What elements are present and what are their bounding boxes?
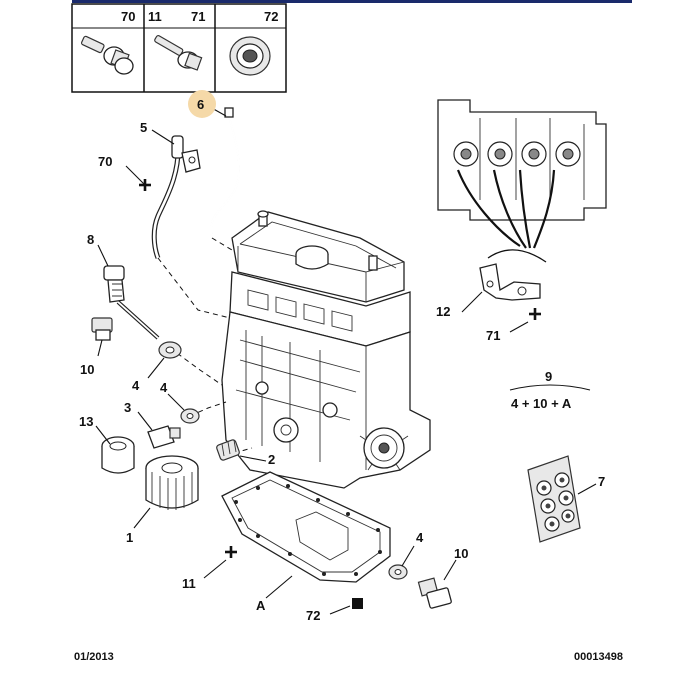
callout-5: 5 bbox=[140, 120, 147, 135]
plus-marker-70 bbox=[139, 179, 151, 191]
header-ref-72: 72 bbox=[264, 9, 278, 24]
header-ref-71: 71 bbox=[191, 9, 205, 24]
crankcase-inset bbox=[437, 99, 607, 263]
washer-lower bbox=[388, 564, 408, 580]
callout-11: 11 bbox=[182, 576, 196, 591]
piston-cooling-jet bbox=[479, 263, 541, 301]
footer: 01/2013 00013498 bbox=[74, 651, 623, 663]
callout-8: 8 bbox=[87, 232, 94, 247]
oil-sensor bbox=[147, 425, 181, 449]
kit-number: 9 bbox=[545, 369, 552, 384]
parts-header-table: 70 11 71 72 bbox=[71, 3, 287, 93]
header-ref-70: 70 bbox=[121, 9, 135, 24]
drain-plug-upper bbox=[91, 317, 113, 341]
oil-filter bbox=[145, 455, 199, 510]
callout-4-upper: 4 bbox=[132, 378, 140, 393]
dipstick-assembly bbox=[151, 107, 240, 259]
callout-4-lower: 4 bbox=[416, 530, 424, 545]
callout-1: 1 bbox=[126, 530, 133, 545]
callout-70: 70 bbox=[98, 154, 112, 169]
callout-12: 12 bbox=[436, 304, 450, 319]
callout-labels: 6 5 70 8 10 4 4 3 13 2 1 11 A 72 4 10 12… bbox=[79, 97, 605, 623]
square-marker-72 bbox=[352, 598, 363, 609]
header-rule bbox=[72, 0, 632, 3]
oil-sump bbox=[221, 471, 391, 583]
drain-plug-lower bbox=[417, 577, 452, 609]
callout-3: 3 bbox=[124, 400, 131, 415]
washer-upper bbox=[158, 341, 182, 359]
gasket-set bbox=[527, 455, 581, 543]
oil-pressure-switch bbox=[103, 265, 160, 340]
plus-marker-71 bbox=[529, 308, 541, 320]
flanged-bolt-icon bbox=[80, 35, 134, 75]
callout-2: 2 bbox=[268, 452, 275, 467]
seal-ring-icon bbox=[229, 36, 271, 76]
callout-highlight bbox=[188, 90, 216, 118]
callout-10-lower: 10 bbox=[454, 546, 468, 561]
callout-7: 7 bbox=[598, 474, 605, 489]
header-ref-11: 11 bbox=[148, 9, 162, 24]
filter-nipple bbox=[216, 439, 240, 461]
callout-6: 6 bbox=[197, 97, 204, 112]
callout-72: 72 bbox=[306, 608, 320, 623]
leader-lines bbox=[95, 106, 597, 615]
engine-block bbox=[157, 210, 431, 489]
kit-contents: 4 + 10 + A bbox=[511, 396, 572, 411]
callout-4-middle: 4 bbox=[160, 380, 168, 395]
plus-marker-11 bbox=[225, 546, 237, 558]
footer-date: 01/2013 bbox=[74, 651, 114, 663]
callout-A: A bbox=[256, 598, 266, 613]
footer-doc-number: 00013498 bbox=[574, 651, 623, 663]
callout-71: 71 bbox=[486, 328, 500, 343]
callout-13: 13 bbox=[79, 414, 93, 429]
oil-filter-housing bbox=[101, 436, 135, 474]
bolt-icon bbox=[154, 35, 203, 71]
washer-middle bbox=[180, 408, 200, 424]
callout-10-upper: 10 bbox=[80, 362, 94, 377]
